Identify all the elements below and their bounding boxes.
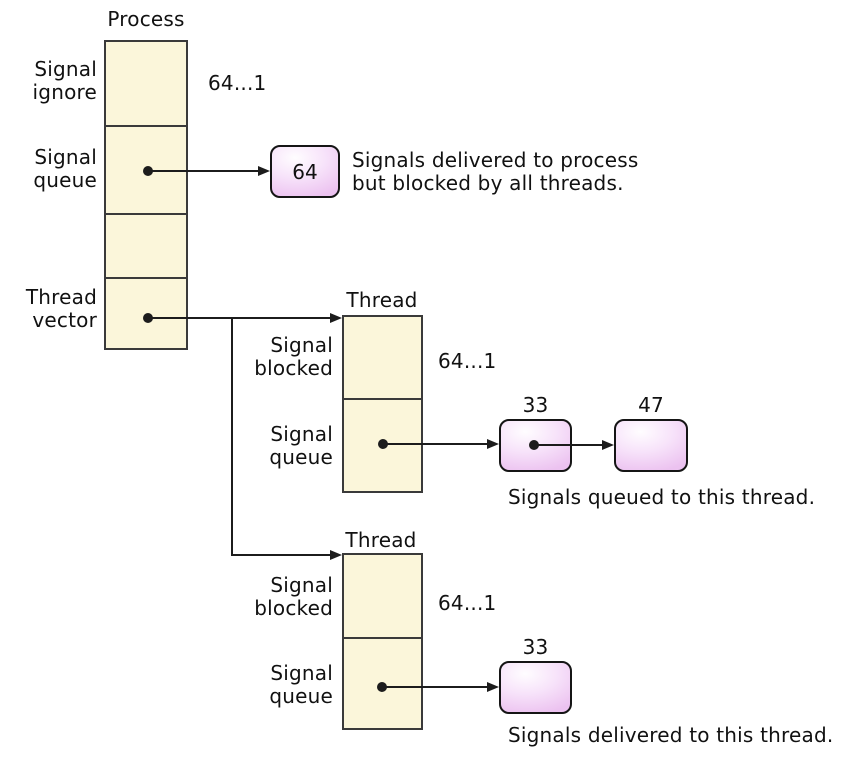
process-signal-caption: Signals delivered to process but blocked… <box>352 148 639 195</box>
arrow-line <box>386 686 487 688</box>
thread1-signal-node-47 <box>614 419 688 472</box>
process-cell-label-thread-vector: Thread vector <box>25 285 97 332</box>
thread2-caption: Signals delivered to this thread. <box>508 723 834 747</box>
thread2-signal-node-33 <box>499 661 572 714</box>
arrowhead-icon <box>330 313 342 323</box>
thread2-table <box>342 553 423 730</box>
arrow-line <box>387 443 487 445</box>
cell-divider <box>106 277 186 279</box>
thread2-bitmask-range-label: 64...1 <box>438 591 497 615</box>
signal-value-label: 33 <box>522 635 549 659</box>
arrowhead-icon <box>602 440 614 450</box>
thread2-title: Thread <box>345 528 417 552</box>
next-pointer-dot-icon <box>529 440 539 450</box>
arrow-line <box>152 170 258 172</box>
signal-value-label: 47 <box>638 393 664 417</box>
signal-value-label: 33 <box>522 393 549 417</box>
thread1-cell-label-signal-queue: Signal queue <box>269 422 333 469</box>
arrowhead-icon <box>487 682 499 692</box>
cell-divider <box>106 125 186 127</box>
arrowhead-icon <box>258 166 270 176</box>
arrow-line <box>152 317 330 319</box>
thread1-title: Thread <box>346 288 418 312</box>
thread1-bitmask-range-label: 64...1 <box>438 349 497 373</box>
thread2-cell-label-signal-queue: Signal queue <box>269 661 333 708</box>
cell-divider <box>344 398 421 400</box>
arrow-line <box>231 554 330 556</box>
thread1-caption: Signals queued to this thread. <box>508 485 816 509</box>
process-cell-label-signal-queue: Signal queue <box>33 145 97 192</box>
queue-pointer-dot-icon <box>377 682 387 692</box>
process-cell-label-signal-ignore: Signal ignore <box>32 57 97 104</box>
thread-vector-dot-icon <box>143 313 153 323</box>
cell-divider <box>344 637 421 639</box>
arrow-line <box>538 444 602 446</box>
arrowhead-icon <box>330 550 342 560</box>
cell-divider <box>106 213 186 215</box>
process-table <box>104 40 188 350</box>
queue-pointer-dot-icon <box>143 166 153 176</box>
thread1-cell-label-signal-blocked: Signal blocked <box>254 333 333 380</box>
signal-value: 64 <box>292 159 318 184</box>
queue-pointer-dot-icon <box>378 439 388 449</box>
branch-line <box>231 318 233 556</box>
process-title: Process <box>107 7 185 31</box>
arrowhead-icon <box>487 439 499 449</box>
process-pending-signal-node: 64 <box>270 145 340 198</box>
thread2-cell-label-signal-blocked: Signal blocked <box>254 573 333 620</box>
thread1-table <box>342 315 423 493</box>
process-bitmask-range-label: 64...1 <box>208 71 267 95</box>
